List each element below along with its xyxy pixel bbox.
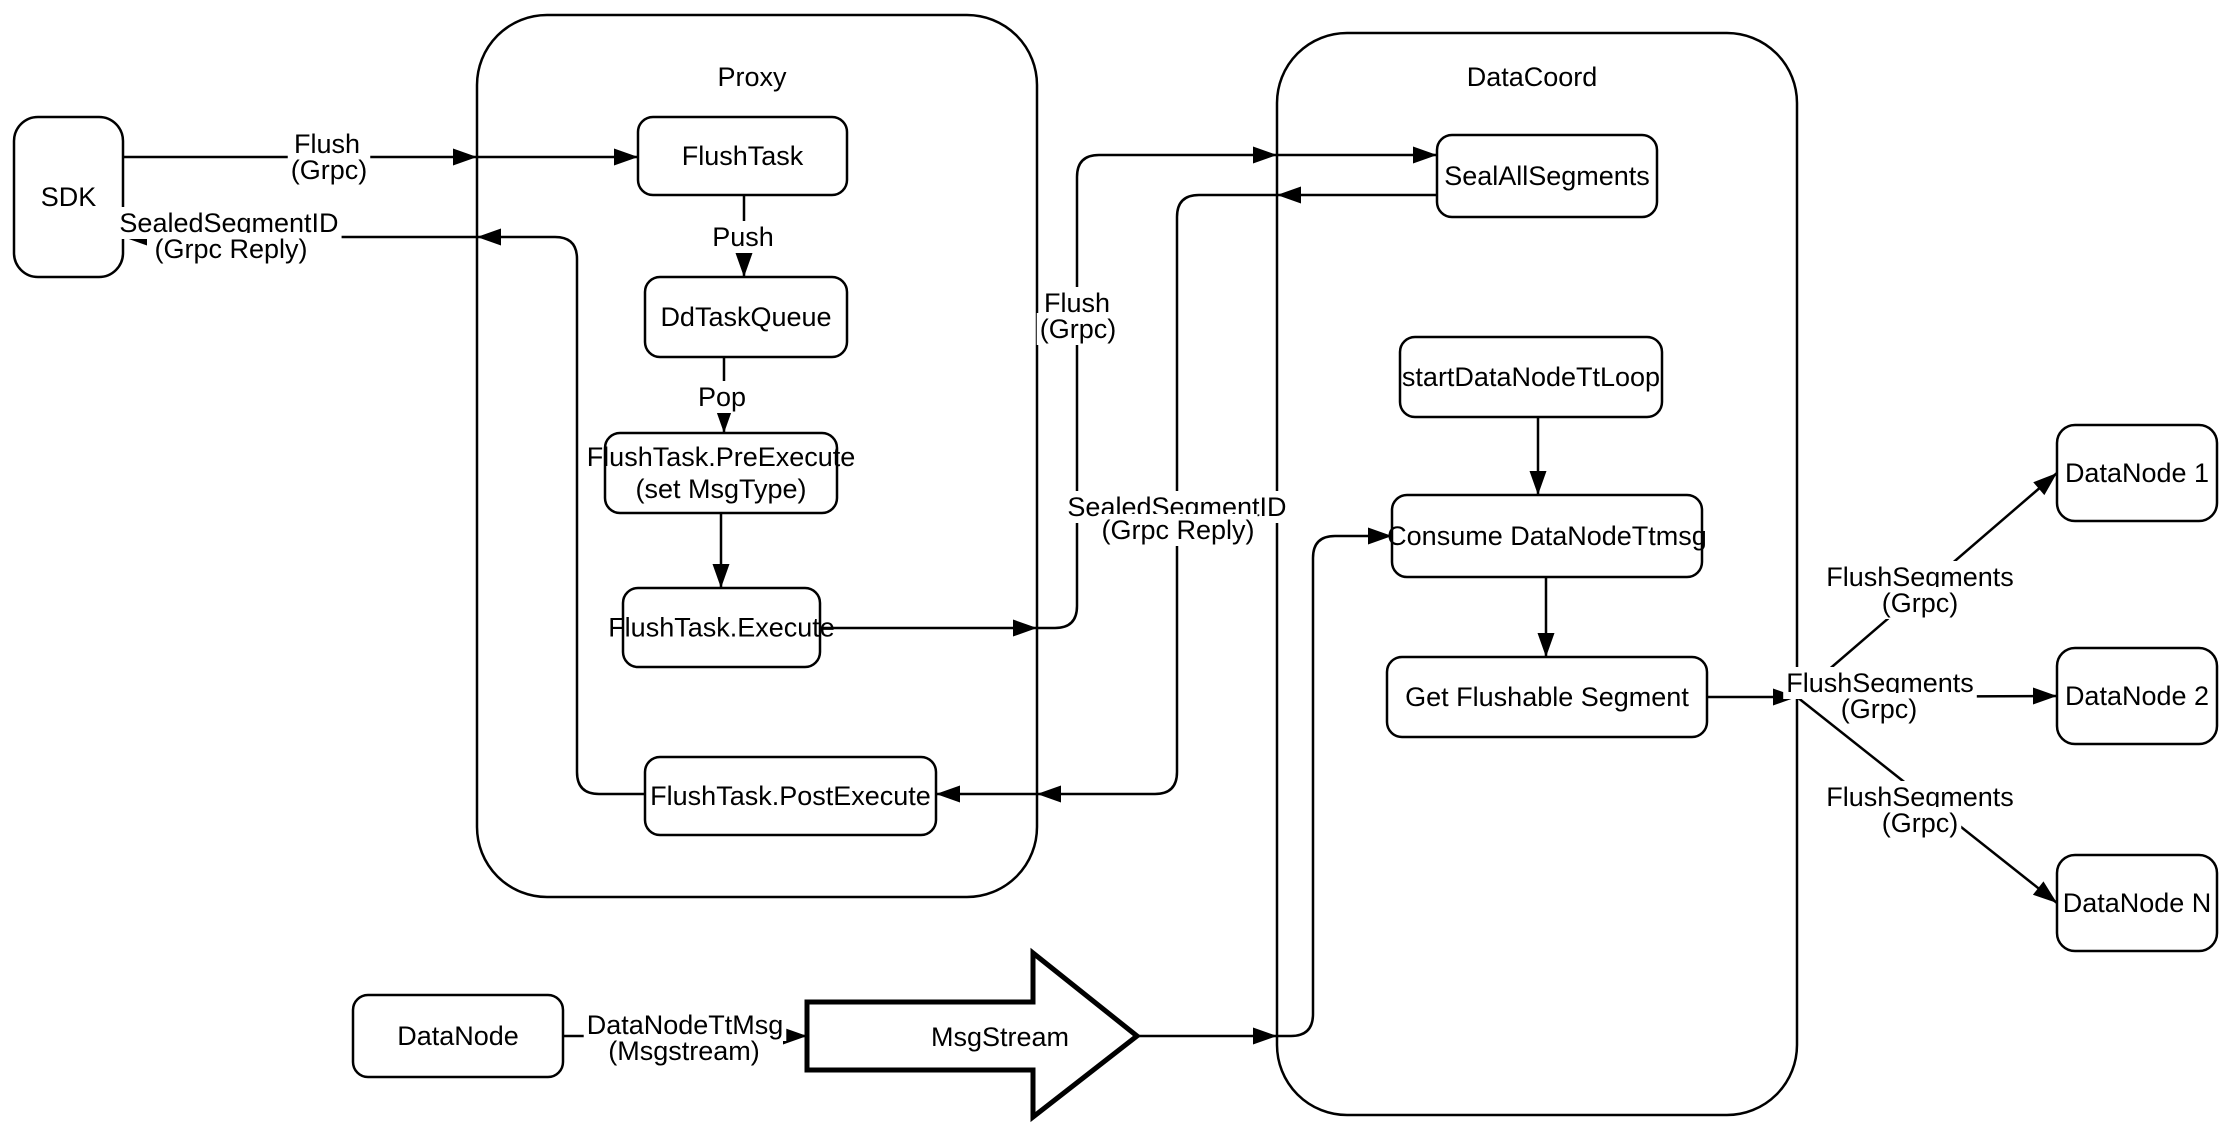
arrowhead — [2032, 881, 2057, 903]
node-datanode-n: DataNode N — [2055, 853, 2219, 953]
svg-text:(Grpc): (Grpc) — [1882, 588, 1959, 618]
node-seal-all-segments: SealAllSegments — [1435, 133, 1659, 219]
arrowhead — [735, 253, 753, 277]
arrowhead — [1537, 633, 1555, 657]
svg-text:Pop: Pop — [698, 382, 746, 412]
edge-label-postexecute-to-sdk: (Grpc Reply) — [151, 233, 311, 265]
node-datanode-1: DataNode 1 — [2055, 423, 2219, 523]
arrowhead — [715, 409, 733, 433]
arrowhead — [783, 1027, 807, 1045]
edge-consume-to-getflushable — [1537, 577, 1555, 657]
edge-label-queue-to-preexecute: Pop — [694, 381, 750, 413]
edge-label-execute-to-seal: (Grpc) — [1036, 313, 1120, 345]
arrowhead — [453, 148, 477, 166]
node-label: SealAllSegments — [1444, 161, 1650, 191]
node-datanode-source: DataNode — [351, 993, 565, 1079]
container-title-proxy: Proxy — [717, 62, 787, 92]
node-consume-ttmsg: Consume DataNodeTtmsg — [1387, 493, 1707, 579]
node-label: Consume DataNodeTtmsg — [1387, 521, 1707, 551]
arrowhead — [1013, 619, 1037, 637]
node-label: DataNode 1 — [2065, 458, 2209, 488]
node-label: DataNode N — [2063, 888, 2212, 918]
arrowhead — [477, 228, 501, 246]
node-pre-execute: FlushTask.PreExecute(set MsgType) — [587, 431, 856, 515]
node-label: FlushTask.PostExecute — [650, 781, 931, 811]
node-label: SDK — [41, 182, 97, 212]
node-sdk: SDK — [12, 115, 125, 279]
svg-text:(Grpc): (Grpc) — [1841, 694, 1918, 724]
arrowhead — [614, 148, 638, 166]
edge-ttloop-to-consume — [1529, 417, 1547, 495]
node-label: DdTaskQueue — [660, 302, 831, 332]
arrowhead — [1037, 785, 1061, 803]
arrowhead — [1413, 146, 1437, 164]
node-label: (set MsgType) — [635, 474, 806, 504]
arrowhead — [1368, 527, 1392, 545]
arrowhead — [1277, 186, 1301, 204]
node-label: FlushTask.Execute — [608, 613, 835, 643]
svg-text:(Grpc): (Grpc) — [291, 155, 368, 185]
node-label: startDataNodeTtLoop — [1402, 362, 1660, 392]
node-datanode-2: DataNode 2 — [2055, 646, 2219, 746]
node-execute: FlushTask.Execute — [608, 586, 835, 669]
arrowhead — [936, 785, 960, 803]
edge-label-fan-to-datanode2: (Grpc) — [1837, 693, 1921, 725]
edge-labels: Flush(Grpc)SealedSegmentID(Grpc Reply)Pu… — [116, 128, 2017, 1067]
nodes: SDK FlushTaskDdTaskQueueFlushTask.PreExec… — [12, 115, 2219, 1123]
node-label: FlushTask.PreExecute — [587, 442, 856, 472]
node-get-flushable: Get Flushable Segment — [1385, 655, 1709, 739]
edge-label-fan-to-datanoden: (Grpc) — [1878, 807, 1962, 839]
node-start-tt-loop: startDataNodeTtLoop — [1398, 335, 1664, 419]
node-label: DataNode 2 — [2065, 681, 2209, 711]
edge-sdk-to-flushtask — [123, 148, 638, 166]
node-label: FlushTask — [682, 141, 804, 171]
svg-text:(Grpc Reply): (Grpc Reply) — [1101, 515, 1254, 545]
edge-label-fan-to-datanoden: FlushSegments — [1823, 781, 2017, 813]
edges — [123, 146, 2058, 1045]
svg-text:(Grpc Reply): (Grpc Reply) — [154, 234, 307, 264]
svg-text:Push: Push — [712, 222, 774, 252]
edge-label-fan-to-datanode1: (Grpc) — [1878, 587, 1962, 619]
arrowhead — [2033, 473, 2057, 496]
container-title-datacoord: DataCoord — [1467, 62, 1598, 92]
arrowhead — [1529, 471, 1547, 495]
node-label: MsgStream — [931, 1022, 1069, 1052]
edge-label-flushtask-to-queue: Push — [709, 221, 777, 253]
node-label: DataNode — [397, 1021, 519, 1051]
arrowhead — [1253, 146, 1277, 164]
edge-label-sdk-to-flushtask: (Grpc) — [287, 154, 371, 186]
edge-execute-to-seal — [820, 146, 1437, 637]
arrowhead — [712, 564, 730, 588]
node-flush-task: FlushTask — [636, 115, 849, 197]
arrowhead — [2033, 687, 2057, 705]
node-label: Get Flushable Segment — [1405, 682, 1689, 712]
svg-text:(Grpc): (Grpc) — [1882, 808, 1959, 838]
arrowhead — [1253, 1027, 1277, 1045]
edge-preexecute-to-execute — [712, 513, 730, 588]
svg-text:(Grpc): (Grpc) — [1040, 314, 1117, 344]
node-dd-task-queue: DdTaskQueue — [643, 275, 849, 359]
edge-label-datanode-to-msgstream: (Msgstream) — [605, 1035, 763, 1067]
node-post-execute: FlushTask.PostExecute — [643, 755, 938, 837]
edge-label-seal-to-postexecute: (Grpc Reply) — [1098, 514, 1258, 546]
svg-text:(Msgstream): (Msgstream) — [608, 1036, 760, 1066]
edge-msgstream-to-consume — [1137, 527, 1392, 1045]
node-msgstream: MsgStream — [804, 947, 1142, 1123]
